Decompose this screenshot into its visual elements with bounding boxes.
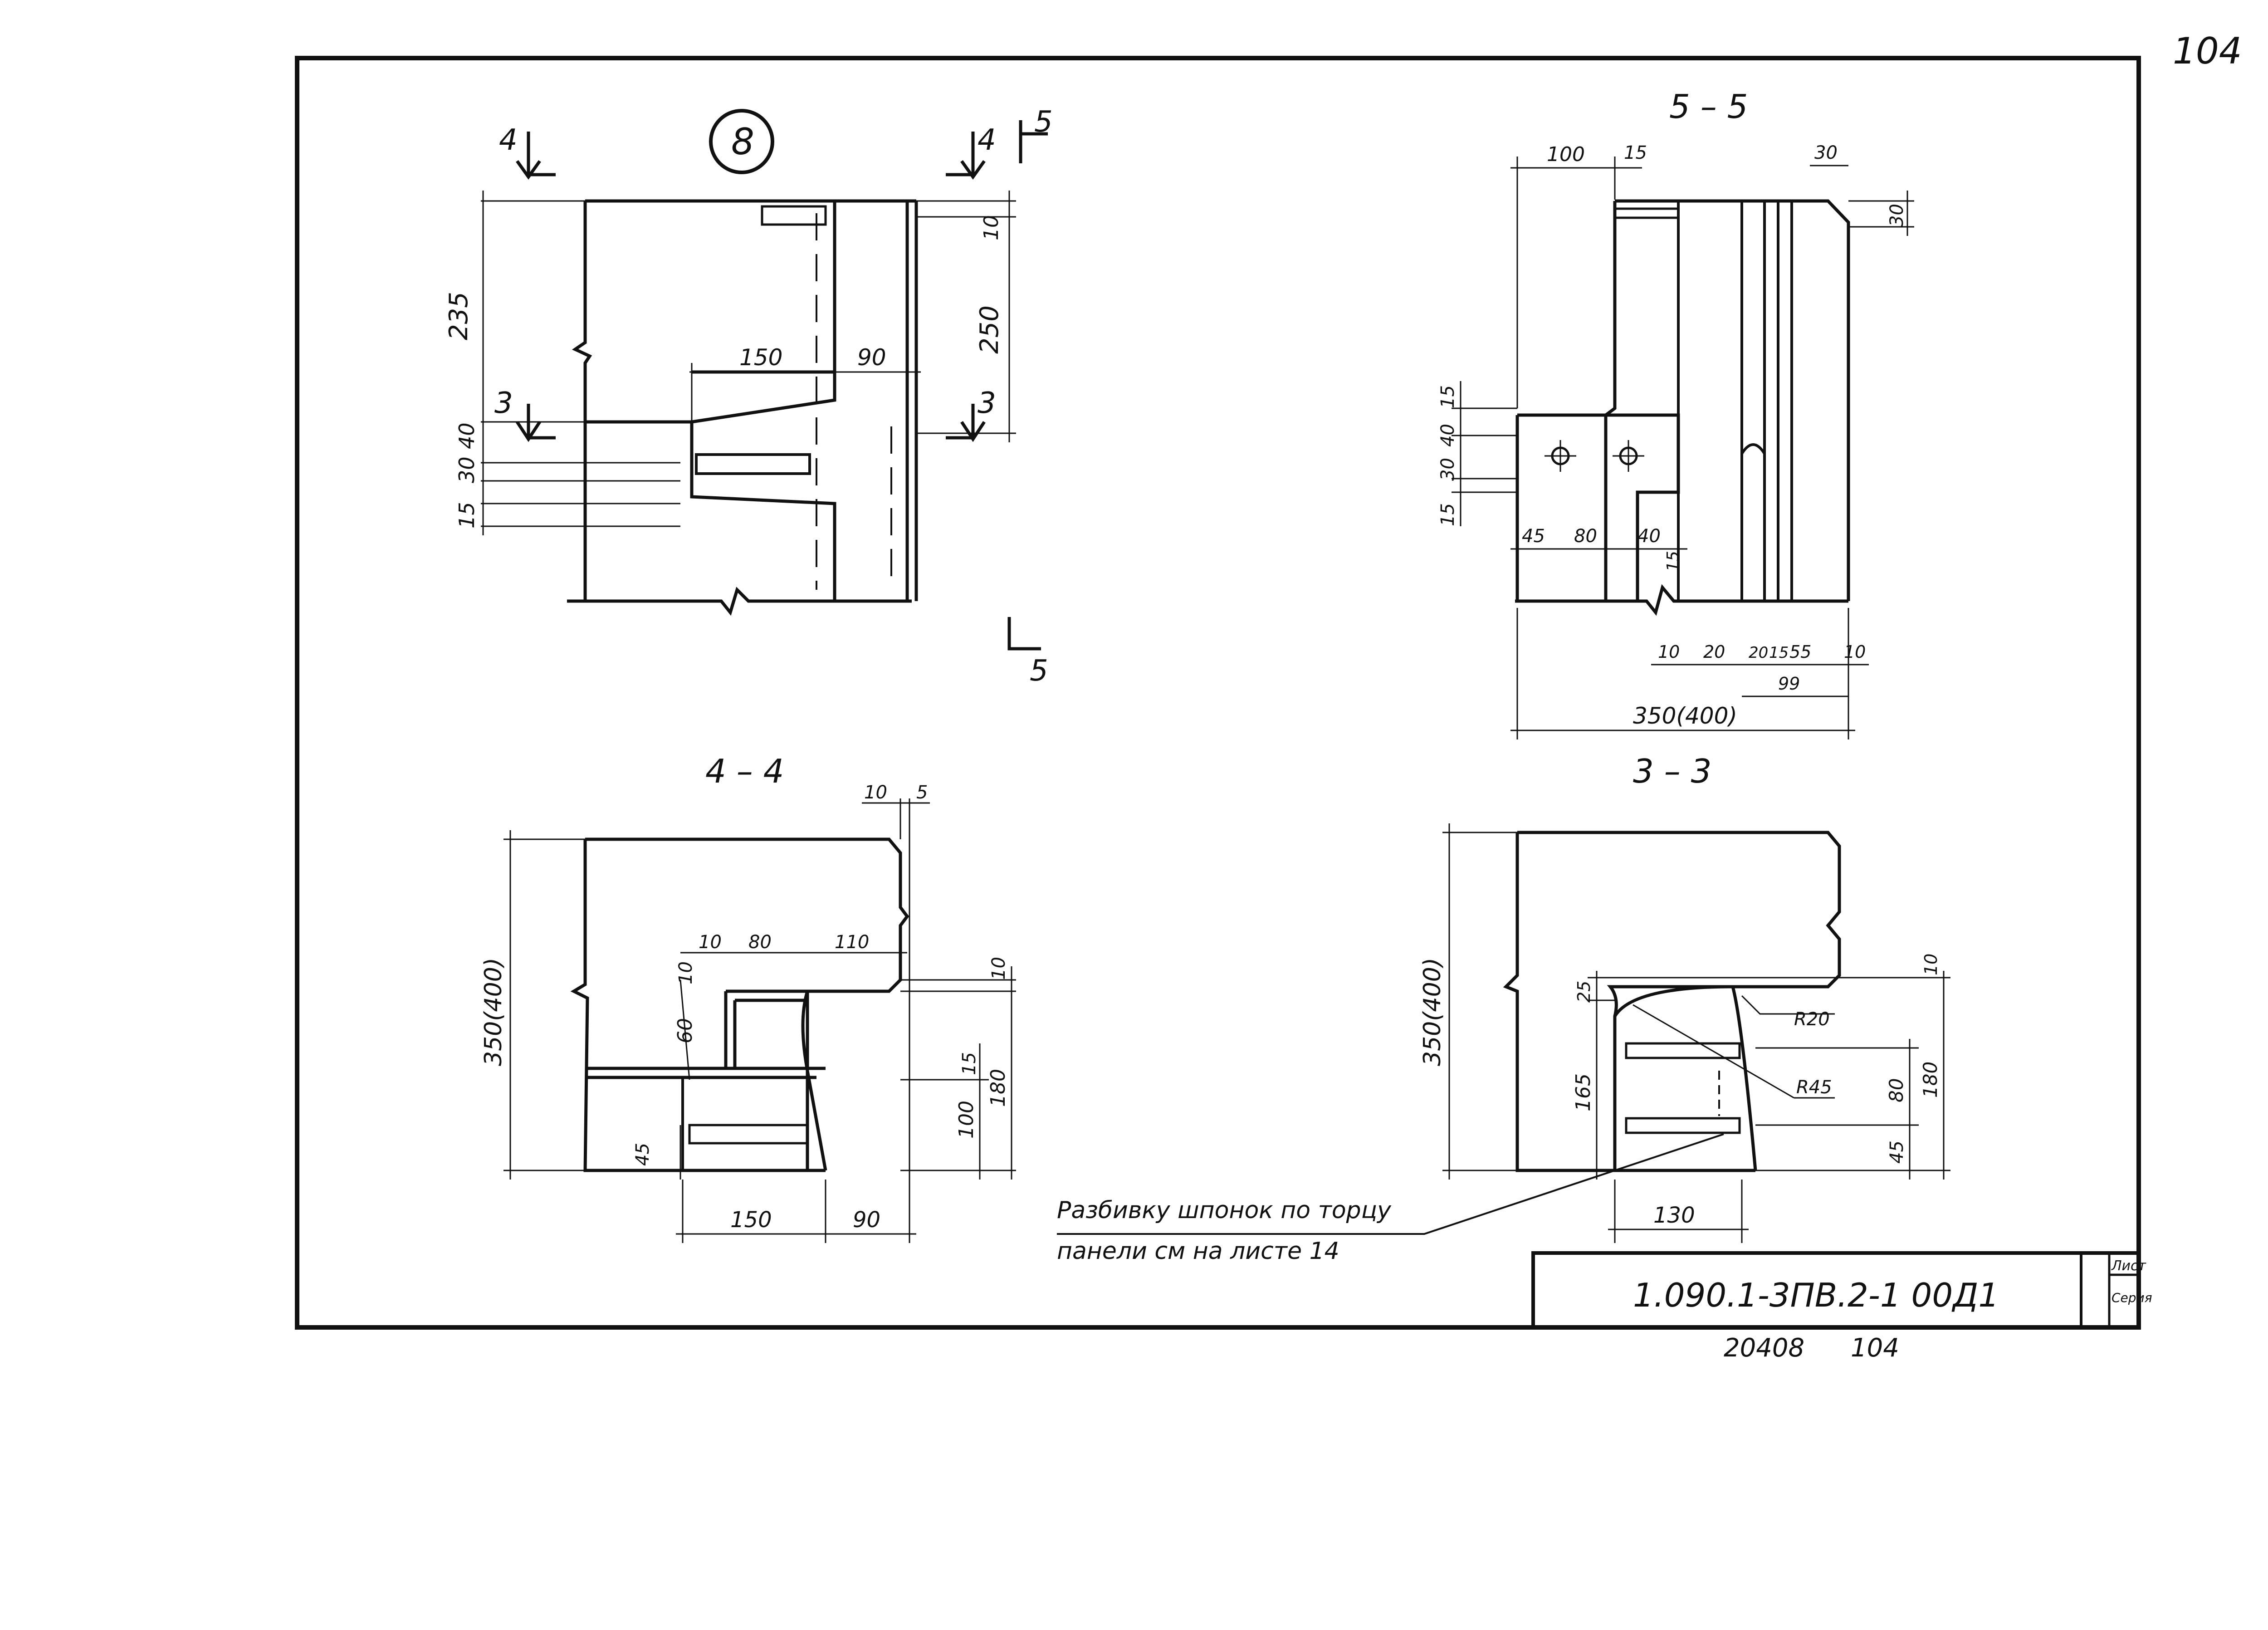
detail-8-label: 8: [731, 121, 754, 163]
radius-r20: R20: [1794, 1009, 1830, 1030]
dim-33-10: 10: [1921, 954, 1941, 975]
dim-55-15-top: 15: [1624, 142, 1647, 163]
section-3-3-view: 3 – 3 R20 R45 350(400) 25 165 10 80 180 …: [1419, 752, 1950, 1243]
sheet-frame: [295, 56, 2141, 1330]
dim-8-15: 15: [455, 502, 479, 529]
dim-44-10-d: 10: [988, 957, 1009, 980]
note-line-1: Разбивку шпонок по торцу: [1057, 1197, 1392, 1224]
dim-33-350-400: 350(400): [1419, 958, 1446, 1066]
cut-4-left: 4: [499, 123, 518, 157]
dim-33-25: 25: [1574, 981, 1594, 1003]
dim-55-40-b: 40: [1637, 526, 1661, 547]
dim-33-80: 80: [1885, 1078, 1907, 1102]
dim-55-30-top: 30: [1814, 142, 1838, 163]
stamp-number-2: 104: [1851, 1333, 1899, 1363]
section-5-5-view: 5 – 5 100 15 30 30 15 40 30 15: [1437, 88, 1914, 739]
dim-44-15: 15: [959, 1052, 980, 1075]
dim-44-110: 110: [835, 932, 869, 953]
dim-44-100: 100: [955, 1101, 978, 1139]
dim-8-150: 150: [739, 344, 782, 371]
dim-55-10-a: 10: [1658, 642, 1680, 662]
dim-55-30-left: 30: [1437, 458, 1458, 481]
dim-55-99: 99: [1778, 674, 1800, 694]
dim-44-5: 5: [916, 782, 928, 803]
dim-33-130: 130: [1653, 1203, 1695, 1228]
dim-55-20-b: 20: [1749, 644, 1768, 662]
section-4-4-title: 4 – 4: [705, 752, 784, 790]
dim-44-350-400: 350(400): [480, 958, 507, 1066]
radius-r45: R45: [1796, 1077, 1832, 1098]
note-callout: Разбивку шпонок по торцу панели см на ли…: [1057, 1133, 1724, 1265]
dim-55-20-a: 20: [1703, 642, 1725, 662]
dim-44-10-c: 10: [675, 961, 696, 984]
cut-5-top: 5: [1034, 105, 1053, 139]
cut-5-bottom: 5: [1030, 654, 1048, 688]
section-5-5-title: 5 – 5: [1669, 88, 1748, 126]
cut-4-right: 4: [978, 123, 996, 157]
dim-44-10-b: 10: [699, 932, 722, 953]
cut-3-right: 3: [978, 387, 996, 420]
dim-33-180: 180: [1919, 1062, 1941, 1098]
dim-55-40: 40: [1437, 424, 1458, 447]
dim-55-15-a: 15: [1437, 385, 1458, 408]
title-block: Лист Серия 1.090.1-3ПВ.2-1 00Д1: [1531, 1251, 2152, 1329]
stamp-number-1: 20408: [1724, 1333, 1804, 1363]
stamp-header-1: Лист: [2111, 1258, 2147, 1274]
dim-8-250: 250: [975, 305, 1004, 354]
stamp-header-2: Серия: [2112, 1290, 2152, 1305]
dim-33-165: 165: [1572, 1073, 1595, 1111]
dim-44-10-top: 10: [864, 782, 887, 803]
dim-55-15-c: 15: [1664, 551, 1682, 572]
dim-44-150: 150: [730, 1207, 772, 1233]
document-code: 1.090.1-3ПВ.2-1 00Д1: [1633, 1276, 1999, 1314]
dim-55-100: 100: [1547, 143, 1585, 166]
note-line-2: панели см на листе 14: [1057, 1238, 1339, 1265]
dim-44-45: 45: [632, 1143, 653, 1166]
section-4-4-view: 4 – 4 350(400) 10 5 10 80 110 10 60 10 1…: [480, 752, 1016, 1243]
dim-55-45: 45: [1522, 526, 1545, 547]
page-number: 104: [2173, 30, 2242, 72]
dim-55-15-d: 15: [1769, 644, 1789, 662]
dim-8-30: 30: [455, 456, 479, 483]
dim-55-15-b: 15: [1437, 503, 1458, 526]
dim-8-235: 235: [444, 292, 474, 340]
cut-3-left: 3: [494, 387, 513, 420]
dim-8-40: 40: [455, 422, 479, 449]
dim-55-10-b: 10: [1844, 642, 1866, 662]
detail-8-view: 8 235 40 30 15 10 250: [444, 105, 1053, 688]
dim-55-80: 80: [1574, 526, 1597, 547]
dim-44-60: 60: [674, 1018, 697, 1043]
dim-33-45: 45: [1887, 1141, 1907, 1164]
dim-44-180: 180: [987, 1069, 1010, 1107]
detail-8-marker: [709, 109, 774, 174]
dim-55-350-400: 350(400): [1633, 703, 1737, 729]
dim-44-80: 80: [748, 932, 772, 953]
dim-55-55: 55: [1789, 642, 1811, 662]
dim-55-30-right: 30: [1887, 204, 1907, 227]
section-3-3-title: 3 – 3: [1633, 752, 1711, 790]
dim-44-90: 90: [853, 1207, 880, 1233]
dim-8-90: 90: [857, 344, 886, 371]
dim-8-10: 10: [980, 215, 1003, 240]
